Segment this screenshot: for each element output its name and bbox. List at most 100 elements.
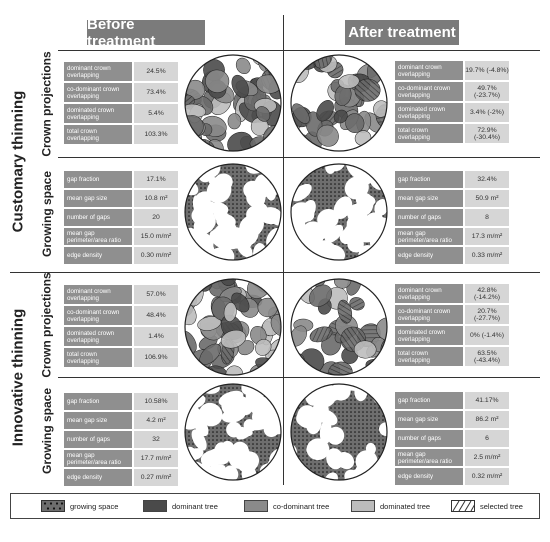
- legend-label: dominated tree: [380, 501, 431, 511]
- metric-value: 0.27 m/m²: [134, 469, 178, 486]
- metric-label: total crown overlapping: [64, 125, 132, 144]
- dominated-swatch-icon: [351, 500, 375, 512]
- metric-value: 72.9% (-30.4%): [465, 124, 509, 143]
- metric-value: 17.1%: [134, 171, 178, 188]
- metric-label: gap fraction: [64, 393, 132, 410]
- crown-projection-plot: [184, 278, 282, 376]
- metric-label: mean gap perimeter/area ratio: [64, 228, 132, 245]
- metric-value: 106.9%: [134, 348, 178, 367]
- metric-value: 17.3 m/m²: [465, 228, 509, 245]
- metric-value: 49.7% (-23.7%): [465, 82, 509, 101]
- divider-horizontal-group: [10, 272, 540, 273]
- metric-value: 42.8% (-14.2%): [465, 284, 509, 303]
- legend-item-codominant: co-dominant tree: [244, 500, 329, 512]
- codominant-swatch-icon: [244, 500, 268, 512]
- metric-label: number of gaps: [395, 209, 463, 226]
- header-before: Before treatment: [87, 16, 205, 50]
- metric-label: co-dominant crown overlapping: [64, 83, 132, 102]
- row-label-space-2: Growing space: [40, 387, 54, 475]
- metric-label: gap fraction: [395, 171, 463, 188]
- row-label-space-1: Growing space: [40, 170, 54, 258]
- metric-value: 32: [134, 431, 178, 448]
- growing-space-plot: [290, 163, 388, 261]
- dots-swatch-icon: [41, 500, 65, 512]
- metric-value: 103.3%: [134, 125, 178, 144]
- metric-label: dominated crown overlapping: [395, 326, 463, 345]
- metric-label: mean gap perimeter/area ratio: [395, 228, 463, 245]
- metric-label: dominant crown overlapping: [395, 284, 463, 303]
- metric-label: number of gaps: [64, 209, 132, 226]
- metric-value: 73.4%: [134, 83, 178, 102]
- metric-value: 10.58%: [134, 393, 178, 410]
- metric-label: dominant crown overlapping: [395, 61, 463, 80]
- metric-label: total crown overlapping: [395, 124, 463, 143]
- metric-label: mean gap size: [64, 412, 132, 429]
- metric-value: 63.5% (-43.4%): [465, 347, 509, 366]
- growing-space-plot: [184, 383, 282, 481]
- metric-label: dominant crown overlapping: [64, 285, 132, 304]
- metric-value: 3.4% (-2%): [465, 103, 509, 122]
- dominant-swatch-icon: [143, 500, 167, 512]
- metric-value: 5.4%: [134, 104, 178, 123]
- metric-value: 15.0 m/m²: [134, 228, 178, 245]
- legend-item-dominant: dominant tree: [143, 500, 218, 512]
- divider-horizontal-top: [58, 50, 540, 51]
- metric-label: dominant crown overlapping: [64, 62, 132, 81]
- metric-value: 6: [465, 430, 509, 447]
- legend: growing space dominant tree co-dominant …: [10, 493, 540, 519]
- metric-value: 8: [465, 209, 509, 226]
- metric-label: gap fraction: [395, 392, 463, 409]
- metric-label: number of gaps: [64, 431, 132, 448]
- metric-label: dominated crown overlapping: [64, 104, 132, 123]
- metric-value: 0.30 m/m²: [134, 247, 178, 264]
- growing-space-plot: [184, 163, 282, 261]
- metric-value: 0.32 m/m²: [465, 468, 509, 485]
- metric-label: co-dominant crown overlapping: [395, 305, 463, 324]
- metric-label: edge density: [64, 469, 132, 486]
- metric-label: co-dominant crown overlapping: [395, 82, 463, 101]
- metric-label: dominated crown overlapping: [64, 327, 132, 346]
- metric-label: mean gap perimeter/area ratio: [64, 450, 132, 467]
- row-label-crown-1: Crown projections: [40, 51, 54, 157]
- metric-label: total crown overlapping: [64, 348, 132, 367]
- metric-label: mean gap size: [395, 411, 463, 428]
- metric-value: 2.5 m/m²: [465, 449, 509, 466]
- row-label-crown-2: Crown projections: [40, 272, 54, 378]
- metric-label: mean gap perimeter/area ratio: [395, 449, 463, 466]
- metric-label: co-dominant crown overlapping: [64, 306, 132, 325]
- metric-value: 32.4%: [465, 171, 509, 188]
- metric-label: edge density: [395, 468, 463, 485]
- metric-label: mean gap size: [64, 190, 132, 207]
- metric-value: 1.4%: [134, 327, 178, 346]
- hatch-swatch-icon: [451, 500, 475, 512]
- metric-label: gap fraction: [64, 171, 132, 188]
- group-label-innovative: Innovative thinning: [9, 308, 27, 446]
